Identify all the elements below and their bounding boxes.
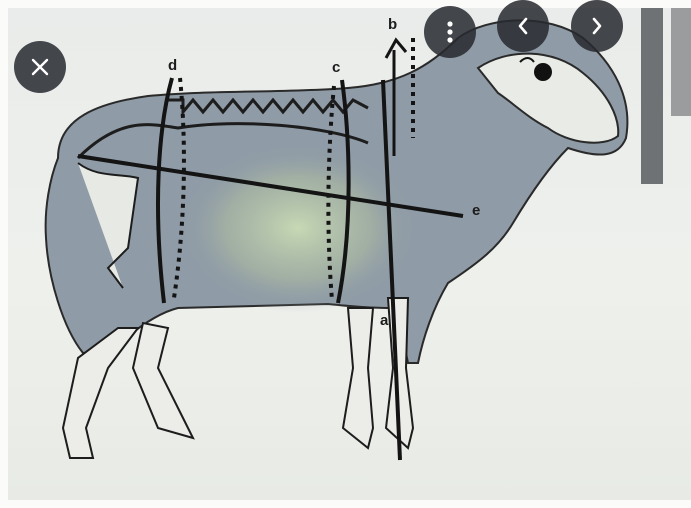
label-e: e [472, 202, 480, 219]
side-panel-edge-2 [671, 8, 691, 116]
chevron-right-icon [590, 16, 604, 36]
hind-leg [63, 328, 138, 458]
label-b: b [388, 16, 397, 33]
label-d: d [168, 57, 177, 74]
sheep-eye [534, 63, 552, 81]
label-a: a [380, 312, 388, 329]
measure-line-b-arrow [386, 40, 406, 58]
belly-highlight [178, 143, 418, 313]
sheep-diagram [8, 8, 691, 500]
hind-leg-2 [133, 323, 193, 438]
close-icon [29, 56, 51, 78]
next-button[interactable] [571, 0, 623, 52]
previous-button[interactable] [497, 0, 549, 52]
chevron-left-icon [516, 16, 530, 36]
label-c: c [332, 59, 340, 76]
side-panel-edge [641, 8, 663, 184]
more-vertical-icon [445, 20, 455, 44]
more-options-button[interactable] [424, 6, 476, 58]
close-button[interactable] [14, 41, 66, 93]
image-viewer-photo: d c b e a [8, 8, 691, 500]
front-leg [343, 308, 373, 448]
